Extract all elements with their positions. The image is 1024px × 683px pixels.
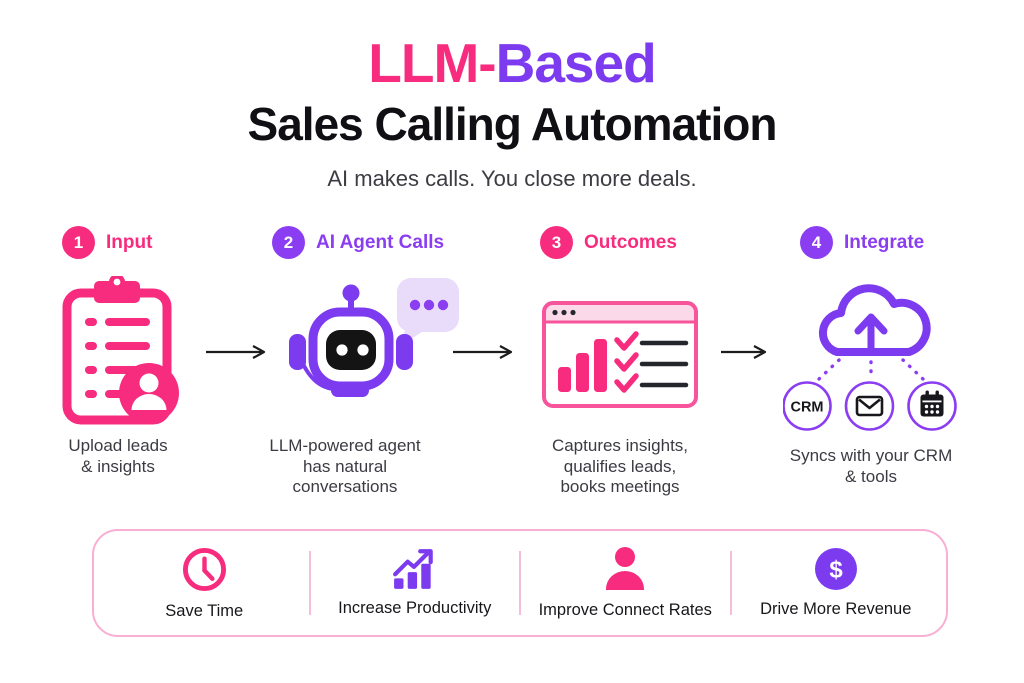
analytics-checklist-icon (542, 301, 698, 408)
cloud-sync-icon: CRM (783, 284, 957, 431)
page-subtitle: AI makes calls. You close more deals. (327, 166, 697, 191)
step-1-label: Input (106, 231, 153, 253)
clock-icon (182, 547, 226, 591)
benefit-improve-connect-rates-label: Improve Connect Rates (538, 601, 712, 619)
benefit-drive-more-revenue-label: Drive More Revenue (760, 600, 912, 618)
divider (729, 551, 732, 615)
benefit-save-time: Save Time (100, 531, 309, 635)
growth-chart-icon (392, 549, 433, 589)
title-accent-pink: LLM- (368, 32, 496, 94)
person-icon (606, 547, 645, 590)
step-header-ai-agent-calls: 2 AI Agent Calls (272, 226, 444, 259)
divider (519, 551, 521, 615)
page-title-line2: Sales Calling Automation (247, 98, 778, 150)
benefit-save-time-label: Save Time (165, 601, 244, 620)
step-header-input: 1 Input (62, 226, 152, 259)
benefit-increase-productivity: Increase Productivity (311, 531, 520, 635)
step-4-caption: Syncs with your CRM & tools (789, 446, 953, 486)
calendar-icon (907, 381, 957, 431)
arrow-right-icon (206, 345, 266, 359)
crm-label: CRM (790, 400, 823, 416)
ai-robot-icon (289, 278, 459, 397)
email-icon (844, 381, 895, 431)
step-1-caption: Upload leads & insights (68, 436, 168, 476)
benefit-improve-connect-rates: Improve Connect Rates (521, 531, 730, 635)
arrow-right-icon (453, 345, 513, 359)
step-2-badge: 2 (272, 226, 305, 259)
benefit-increase-productivity-label: Increase Productivity (338, 599, 492, 617)
page-title: LLM-Based (0, 33, 1024, 93)
step-1-badge: 1 (62, 226, 95, 259)
step-header-integrate: 4 Integrate (800, 226, 924, 259)
title-accent-purple: Based (495, 32, 657, 94)
step-3-label: Outcomes (584, 231, 677, 253)
crm-circle: CRM (783, 381, 832, 431)
benefits-bar: Save Time Increase Productivity Improve … (92, 529, 948, 637)
step-4-label: Integrate (844, 231, 925, 253)
step-4-badge: 4 (800, 226, 833, 259)
dollar-symbol: $ (829, 557, 843, 584)
step-2-label: AI Agent Calls (316, 231, 445, 253)
step-3-caption: Captures insights, qualifies leads, book… (551, 436, 689, 496)
step-2-caption: LLM-powered agent has natural conversati… (269, 436, 421, 496)
divider (308, 551, 311, 615)
arrow-right-icon (721, 345, 767, 359)
step-3-badge: 3 (540, 226, 573, 259)
step-header-outcomes: 3 Outcomes (540, 226, 677, 259)
dollar-icon: $ (814, 548, 857, 590)
clipboard-leads-icon (62, 276, 179, 425)
benefit-drive-more-revenue: $ Drive More Revenue (732, 531, 941, 635)
